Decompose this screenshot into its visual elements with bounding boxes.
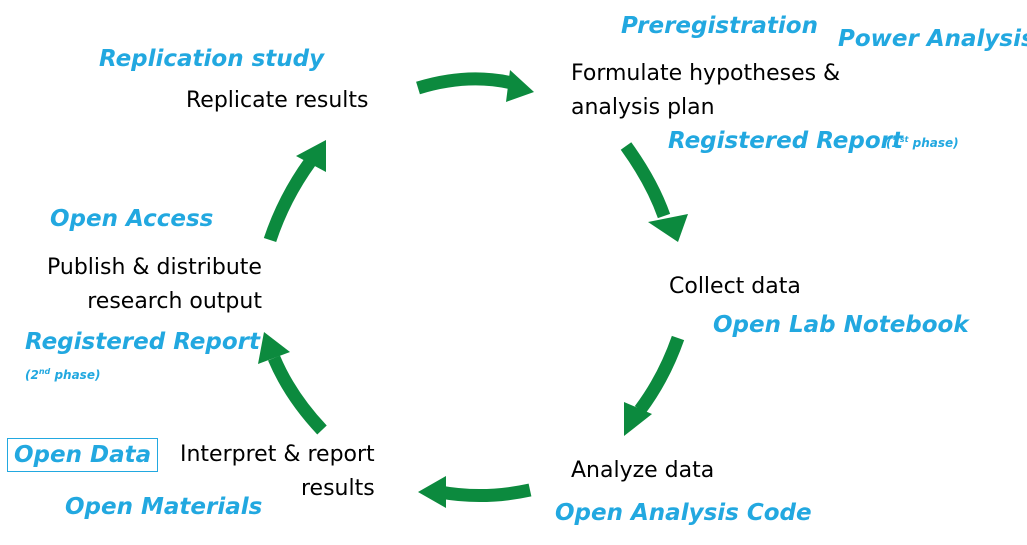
practice-registered-report-2: Registered Report	[25, 329, 260, 355]
practice-power-analysis: Power Analysis	[838, 26, 1027, 52]
step-hypotheses-line-2: analysis plan	[571, 95, 715, 120]
step-collect-data: Collect data	[669, 270, 801, 304]
practice-open-lab-notebook: Open Lab Notebook	[713, 312, 969, 338]
practice-preregistration: Preregistration	[621, 13, 818, 39]
practice-open-analysis-code: Open Analysis Code	[555, 500, 812, 526]
step-publish-line-1: Publish & distribute	[47, 255, 262, 280]
phase-2-suffix: nd	[38, 367, 51, 376]
step-publish-line-2: research output	[87, 289, 262, 314]
arrow-interpret-to-publish	[258, 332, 327, 435]
arrow-hypotheses-to-collect	[620, 142, 688, 242]
step-interpret-line-1: Interpret & report	[180, 442, 375, 467]
arrow-collect-to-analyze	[624, 335, 685, 436]
step-hypotheses-line-1: Formulate hypotheses &	[571, 61, 841, 86]
practice-open-materials: Open Materials	[65, 494, 263, 520]
step-analyze-line-1: Analyze data	[571, 458, 715, 483]
step-formulate-hypotheses: Formulate hypotheses & analysis plan	[571, 57, 840, 125]
step-collect-line-1: Collect data	[669, 274, 801, 299]
practice-open-access: Open Access	[50, 206, 214, 232]
arrow-publish-to-replicate	[263, 140, 326, 243]
practice-open-data: Open Data	[7, 438, 159, 472]
phase-2-word: phase	[54, 368, 95, 382]
registered-report-2-phase-note: (2nd phase)	[25, 367, 101, 382]
phase-2-number: 2	[30, 368, 39, 382]
step-replicate-line-1: Replicate results	[186, 88, 369, 113]
registered-report-1-phase-note: (1st phase)	[886, 135, 959, 150]
practice-registered-report-1: Registered Report	[668, 128, 903, 154]
step-analyze-data: Analyze data	[571, 454, 714, 488]
step-publish-distribute: Publish & distribute research output	[47, 251, 262, 319]
step-interpret-report: Interpret & report results	[180, 438, 375, 506]
step-replicate-results: Replicate results	[186, 84, 368, 118]
step-interpret-line-2: results	[300, 476, 375, 501]
phase-1-suffix: st	[899, 135, 909, 144]
phase-1-number: 1	[891, 136, 900, 150]
arrow-replicate-to-hypotheses	[416, 70, 534, 102]
arrow-analyze-to-interpret	[418, 476, 532, 508]
practice-replication-study: Replication study	[99, 46, 325, 72]
phase-1-word: phase	[912, 136, 954, 150]
